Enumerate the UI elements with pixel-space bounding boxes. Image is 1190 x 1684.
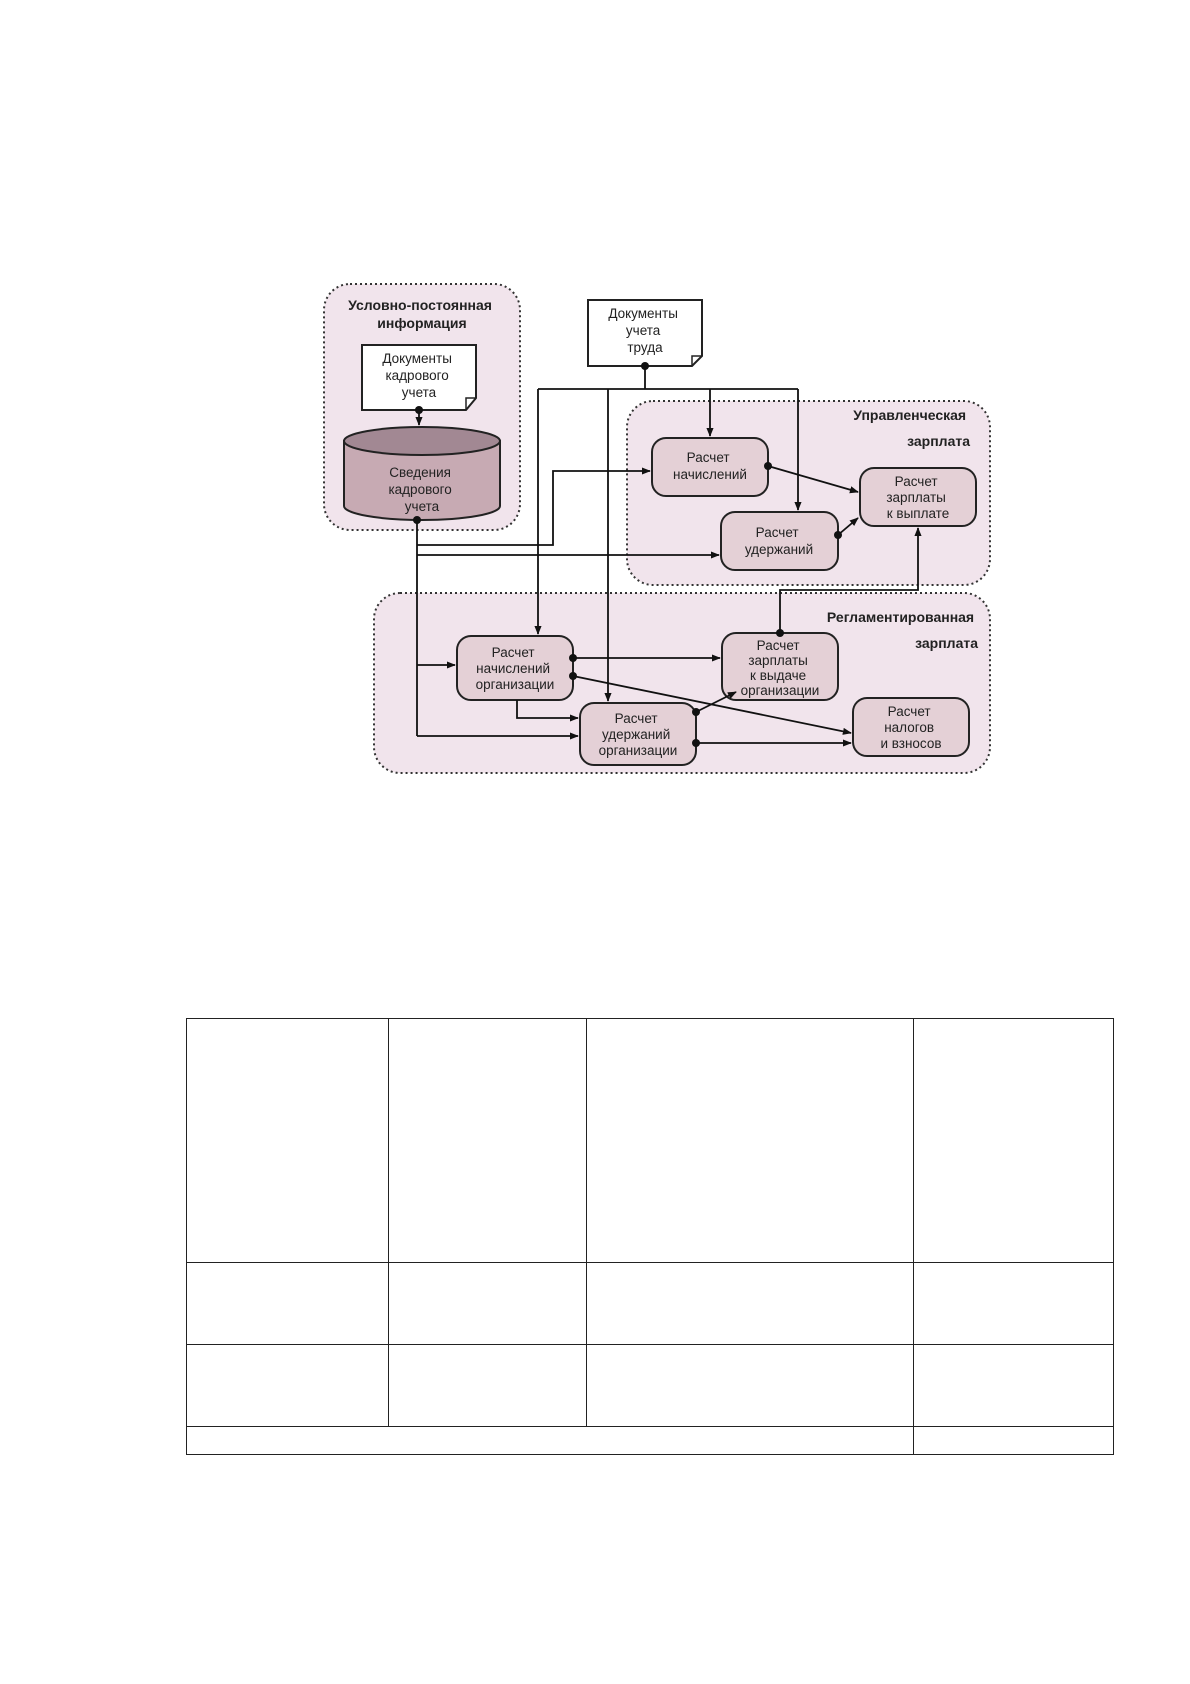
table-cell (913, 1344, 1114, 1427)
proc-mgmt-payout-line2: зарплаты (886, 490, 946, 505)
dot-labor-docs (641, 362, 649, 370)
proc-taxes-line3: и взносов (880, 736, 941, 751)
db-hr-line3: учета (405, 499, 440, 514)
proc-org-payout-line1: Расчет (757, 638, 800, 653)
proc-org-accruals-line1: Расчет (492, 645, 535, 660)
proc-taxes-line1: Расчет (888, 704, 931, 719)
connectors (413, 362, 922, 747)
doc-hr-line2: кадрового (385, 368, 448, 383)
svg-text:Сведения кадрового: Сведения кадрового учета (388, 465, 455, 514)
process-taxes: Расчет налогов и взносов (852, 697, 970, 757)
svg-text:Расчет начислений: Расчет начислений (673, 450, 747, 482)
zone-regulated-label-line2: зарплата (915, 635, 978, 651)
proc-org-deductions-line1: Расчет (615, 711, 658, 726)
table-cell (586, 1344, 914, 1427)
process-org-payout: Расчет зарплаты к выдаче организации (721, 632, 839, 701)
proc-org-payout-line2: зарплаты (748, 653, 808, 668)
table-total-value (913, 1426, 1114, 1455)
proc-mgmt-payout-line1: Расчет (895, 474, 938, 489)
dot-org-accruals-b (569, 672, 577, 680)
doc-hr-records: Документы кадрового учета (361, 344, 477, 411)
svg-text:Расчет удержаний: Расчет удержаний (745, 525, 813, 557)
edge-org-payout-to-mgmt-payout (779, 527, 922, 633)
proc-mgmt-payout-line3: к выплате (887, 506, 949, 521)
table-cell (586, 1262, 914, 1345)
table-cell (913, 1262, 1114, 1345)
edge-org-deductions-to-payout (695, 691, 737, 713)
table-total-row (186, 1426, 1114, 1455)
table-total-label (186, 1426, 914, 1455)
doc-labor-line3: труда (627, 340, 663, 355)
proc-mgmt-deductions-line2: удержаний (745, 542, 813, 557)
proc-org-deductions-line2: удержаний (602, 727, 670, 742)
dot-mgmt-deductions (834, 531, 842, 539)
table-row (186, 1018, 1114, 1263)
table-cell (388, 1344, 587, 1427)
edge-mgmt-deductions-to-payout (837, 517, 859, 536)
proc-mgmt-accruals-line2: начислений (673, 467, 747, 482)
proc-org-payout-line3: к выдаче (750, 668, 806, 683)
db-hr-line1: Сведения (389, 465, 451, 480)
dot-org-deductions-a (692, 708, 700, 716)
zone-regulated-label: Регламентированная зарплата (827, 609, 978, 651)
svg-text:Расчет налогов и в: Расчет налогов и взносов (880, 704, 941, 751)
doc-hr-line1: Документы (382, 351, 452, 366)
zone-management-label: Управленческая зарплата (853, 407, 970, 449)
table-cell (586, 1018, 914, 1263)
process-org-accruals: Расчет начислений организации (456, 635, 574, 701)
svg-text:Расчет зарплаты к: Расчет зарплаты к выплате (886, 474, 949, 521)
table-cell (186, 1262, 389, 1345)
proc-taxes-line2: налогов (884, 720, 934, 735)
zone-management-label-line1: Управленческая (853, 407, 966, 423)
zone-management-label-line2: зарплата (907, 433, 970, 449)
db-hr-info: Сведения кадрового учета (343, 426, 501, 521)
edge-mgmt-accruals-to-payout (767, 465, 859, 494)
payroll-flow-diagram: Условно-постоянная информация Управленче… (323, 283, 991, 774)
proc-org-accruals-line2: начислений (476, 661, 550, 676)
proc-org-payout-line4: организации (741, 683, 820, 698)
svg-text:Расчет удержаний о: Расчет удержаний организации (599, 711, 678, 758)
dot-org-payout (776, 629, 784, 637)
dot-org-accruals-a (569, 654, 577, 662)
svg-text:Расчет начислений: Расчет начислений организации (476, 645, 555, 692)
zone-constant-label-line1: Условно-постоянная (348, 297, 492, 313)
zone-constant-label-line2: информация (377, 315, 466, 331)
svg-text:Документы учета тр: Документы учета труда (608, 306, 681, 355)
proc-mgmt-deductions-line1: Расчет (756, 525, 799, 540)
dot-hrdocs (415, 406, 423, 414)
dot-mgmt-accruals (764, 462, 772, 470)
table-cell (186, 1018, 389, 1263)
edge-db-to-mgmt-accruals (417, 467, 651, 546)
table-row (186, 1344, 1114, 1427)
doc-labor-line2: учета (626, 323, 661, 338)
doc-hr-line3: учета (402, 385, 437, 400)
edge-org-accruals-to-deductions (516, 700, 579, 722)
db-hr-line2: кадрового (388, 482, 451, 497)
process-org-deductions: Расчет удержаний организации (579, 702, 697, 766)
process-mgmt-accruals: Расчет начислений (651, 437, 769, 497)
dot-org-deductions-b (692, 739, 700, 747)
proc-mgmt-accruals-line1: Расчет (687, 450, 730, 465)
table-cell (388, 1262, 587, 1345)
svg-text:Расчет зарплаты к: Расчет зарплаты к выдаче организации (741, 638, 820, 698)
zone-regulated-label-line1: Регламентированная (827, 609, 974, 625)
table-cell (388, 1018, 587, 1263)
table-row (186, 1262, 1114, 1345)
table-cell (186, 1344, 389, 1427)
proc-org-accruals-line3: организации (476, 677, 555, 692)
proc-org-deductions-line3: организации (599, 743, 678, 758)
process-mgmt-payout: Расчет зарплаты к выплате (859, 467, 977, 527)
data-table (186, 1018, 1114, 1455)
table-cell (913, 1018, 1114, 1263)
dot-db (413, 516, 421, 524)
doc-labor-records: Документы учета труда (587, 299, 703, 367)
process-mgmt-deductions: Расчет удержаний (720, 511, 839, 571)
zone-constant-label: Условно-постоянная информация (348, 297, 496, 331)
doc-labor-line1: Документы (608, 306, 678, 321)
svg-text:Документы кадрового: Документы кадрового учета (382, 351, 455, 400)
